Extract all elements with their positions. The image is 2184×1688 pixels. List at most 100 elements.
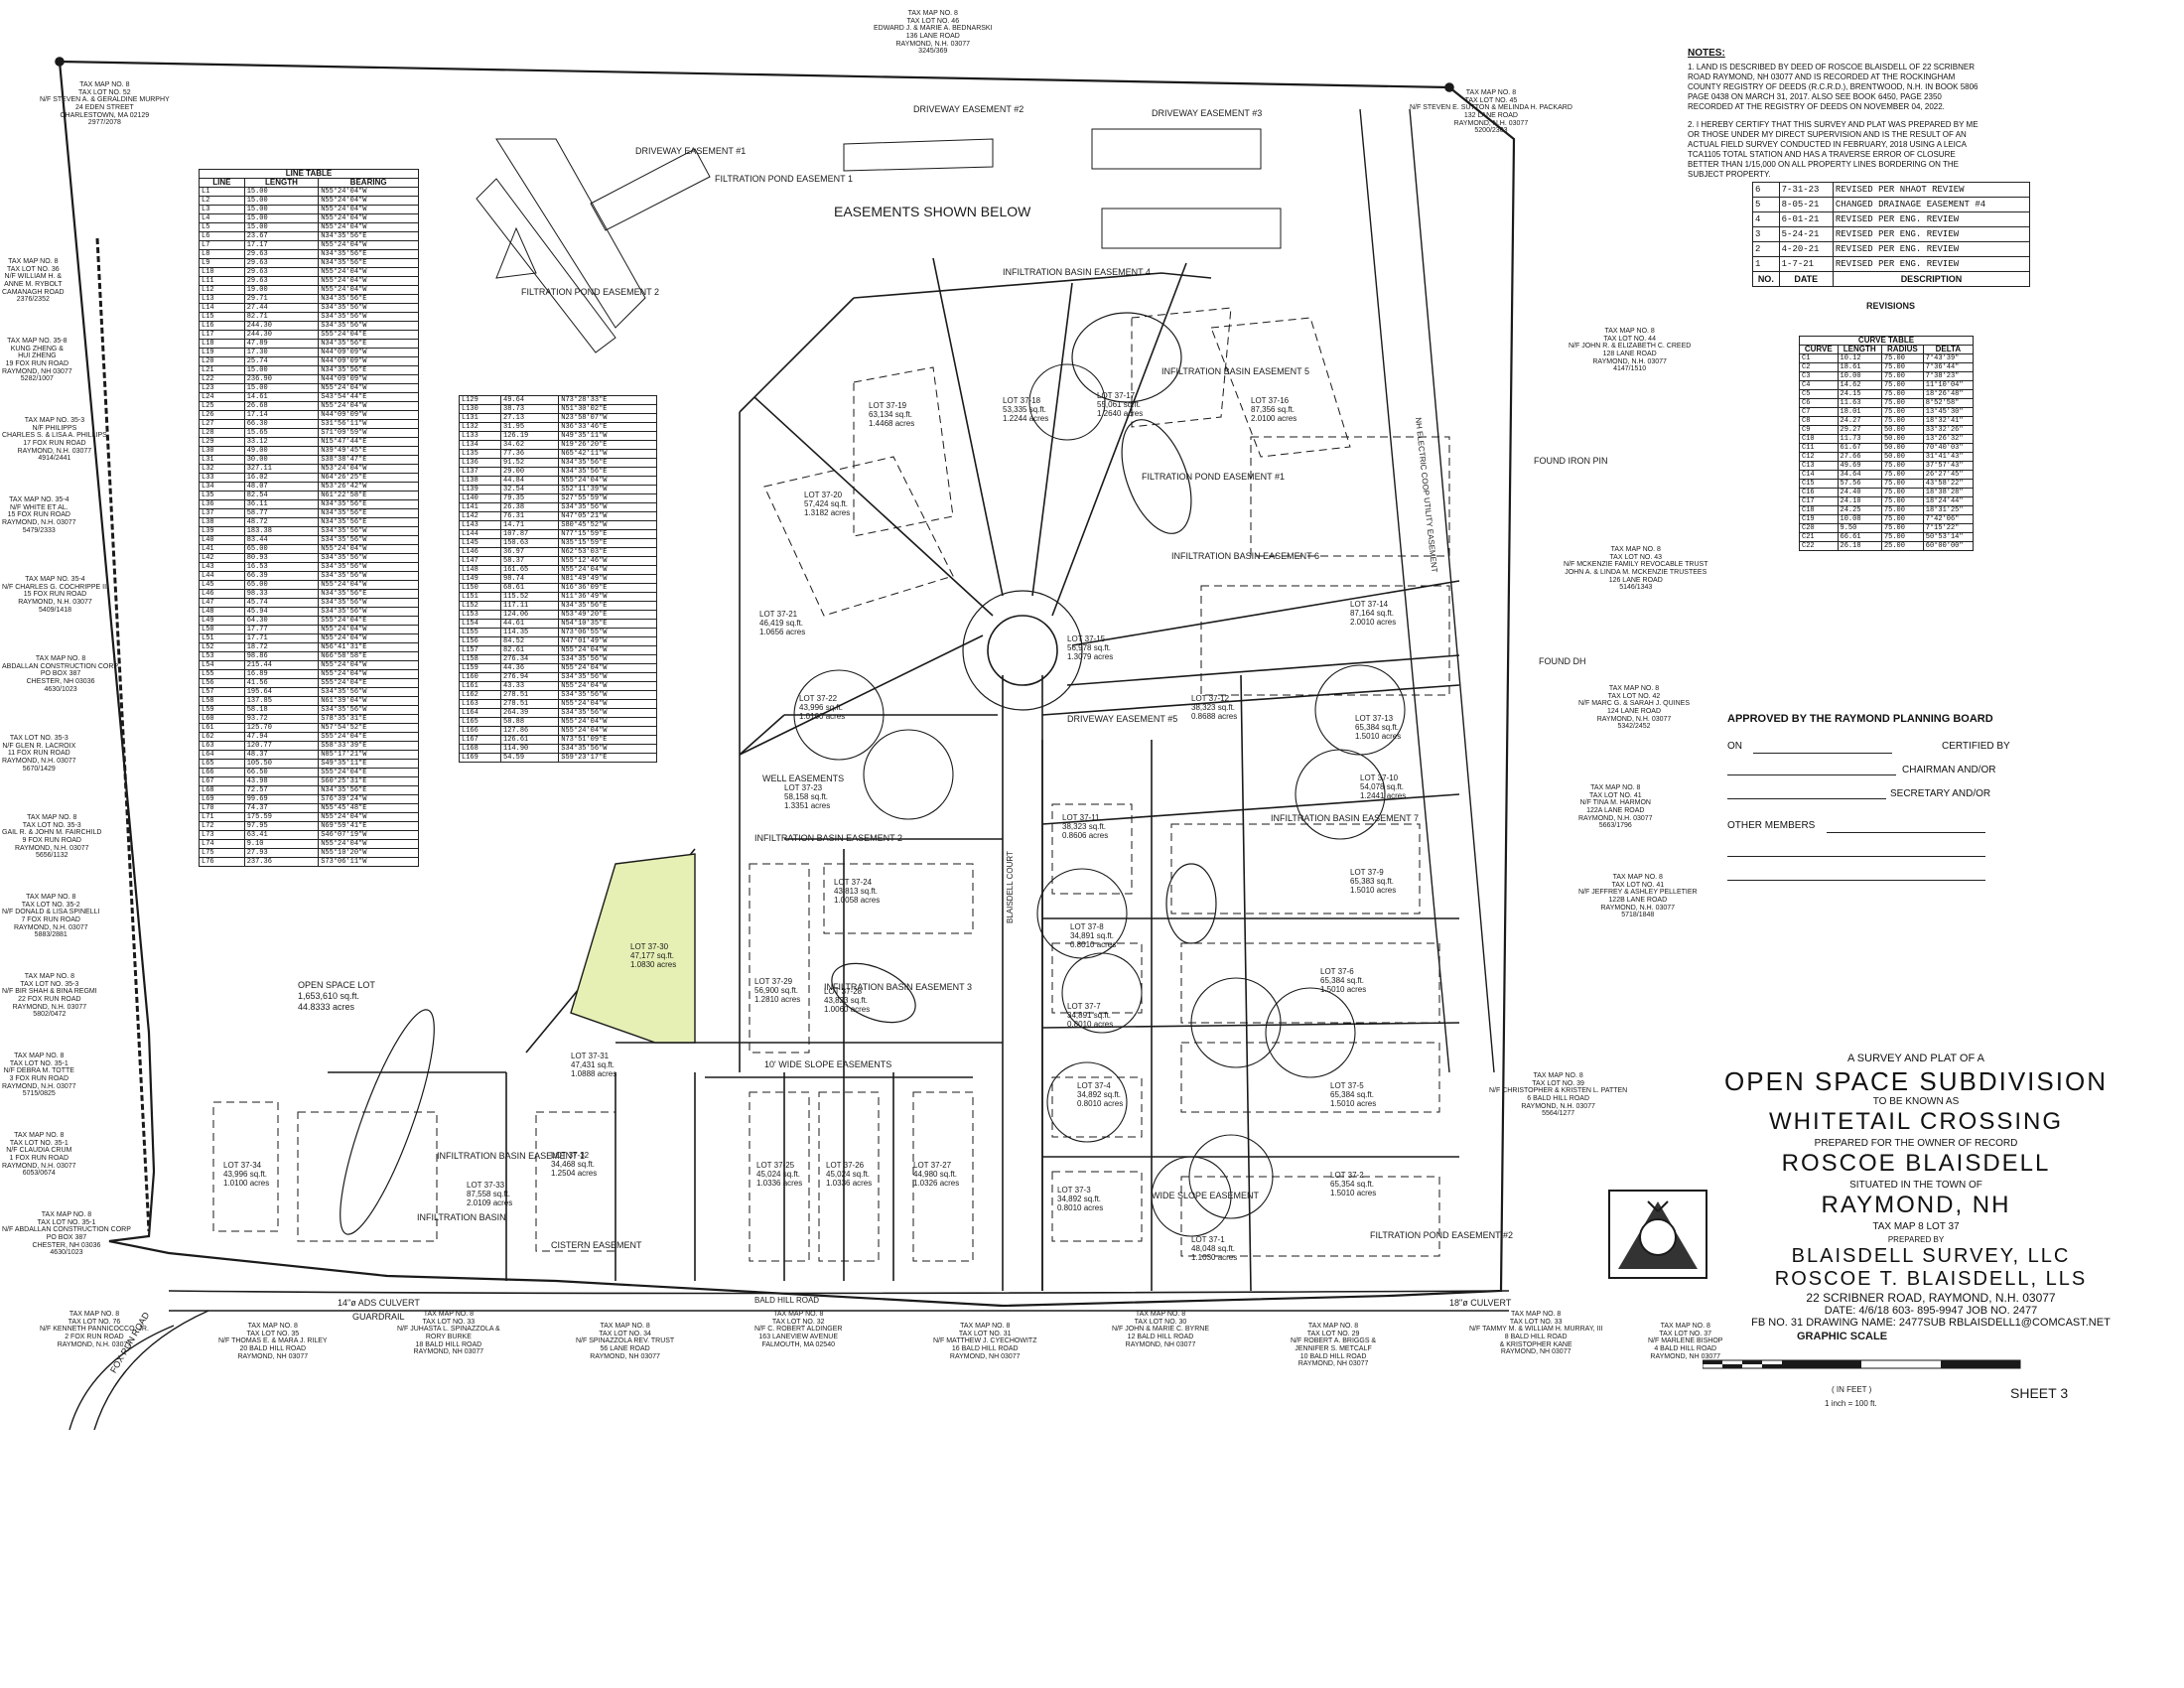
line-cell: 124.06 <box>500 610 560 620</box>
line-cell: 27.44 <box>243 303 320 313</box>
driveway-5-label: DRIVEWAY EASEMENT #5 <box>1067 714 1178 724</box>
line-cell: 29.00 <box>500 467 560 477</box>
revision-no: 5 <box>1752 197 1780 212</box>
line-cell: 54.59 <box>500 753 560 763</box>
line-cell: S55°24'04"E <box>318 330 419 340</box>
abutter-line: RAYMOND, N.H. 03077 <box>1600 904 1676 912</box>
abutter-line: RAYMOND, N.H. 03077 <box>17 447 92 455</box>
abutter-line: RAYMOND, N.H. 03077 <box>14 844 89 852</box>
abutter-line: TAX LOT NO. 44 <box>1603 335 1656 343</box>
abutter-line: N/F WILLIAM H. & <box>4 273 63 281</box>
lot-id: LOT 37-28 <box>824 987 863 996</box>
abutter-line: N/F MCKENZIE FAMILY REVOCABLE TRUST <box>1564 561 1708 569</box>
line-cell: S38°38'47"E <box>318 455 419 465</box>
line-cell: 161.65 <box>500 565 560 575</box>
guardrail-label: GUARDRAIL <box>352 1312 405 1322</box>
line-cell: L25 <box>199 401 245 411</box>
abutter-line: TAX LOT NO. 52 <box>78 88 131 96</box>
line-cell: 244.30 <box>243 321 320 331</box>
lot-acres: 1.2441 acres <box>1360 790 1407 800</box>
line-cell: N55°24'04"W <box>318 213 419 223</box>
abutter-line: PO BOX 387 <box>46 1234 87 1242</box>
curve-cell: C18 <box>1799 505 1839 515</box>
line-cell: N34°35'56"E <box>318 508 419 518</box>
line-cell: S55°24'04"E <box>318 768 419 777</box>
line-cell: L148 <box>458 565 502 575</box>
lot-sqft: 57,424 sq.ft. <box>804 498 849 508</box>
lot-sqft: 44,980 sq.ft. <box>913 1169 958 1179</box>
line-cell: 15.00 <box>243 222 320 232</box>
line-cell: N55°24'04"W <box>318 839 419 849</box>
line-cell: N55°10'20"W <box>318 848 419 858</box>
lot-sqft: 34,892 sq.ft. <box>1057 1194 1102 1203</box>
abutter-line: 15 FOX RUN ROAD <box>7 511 70 519</box>
infil-5-label: INFILTRATION BASIN EASEMENT 5 <box>1161 366 1310 376</box>
line-cell: L129 <box>458 395 502 405</box>
line-cell: L64 <box>199 750 245 760</box>
line-cell: N19°26'20"E <box>558 440 657 450</box>
abutter-line: TAX LOT NO. 35 <box>246 1330 300 1337</box>
lot-acres: 2.0109 acres <box>467 1197 513 1207</box>
line-cell: 183.38 <box>243 526 320 536</box>
revision-head-desc: DESCRIPTION <box>1832 271 2031 287</box>
line-cell: N55°24'04"W <box>318 285 419 295</box>
abutter-line: 15 FOX RUN ROAD <box>23 591 87 599</box>
line-cell: L4 <box>199 213 245 223</box>
line-cell: L24 <box>199 392 245 402</box>
curve-col-header: DELTA <box>1922 345 1975 354</box>
line-cell: N34°35'56"E <box>558 601 657 611</box>
abutter-line: TAX MAP NO. 8 <box>26 894 76 901</box>
line-cell: 76.31 <box>500 511 560 521</box>
lot-acres: 1.5010 acres <box>1320 984 1367 994</box>
line-cell: 32.54 <box>500 485 560 494</box>
graphic-scale-title: GRAPHIC SCALE <box>1797 1331 1888 1342</box>
abutter-line: N/F WHITE ET AL. <box>9 503 68 511</box>
abutter-line: 5409/1418 <box>38 606 72 614</box>
line-cell: N61°39'04"W <box>318 696 419 706</box>
lot-sqft: 47,431 sq.ft. <box>571 1059 615 1069</box>
line-cell: 127.86 <box>500 726 560 736</box>
line-cell: 97.95 <box>243 821 320 831</box>
line-cell: L66 <box>199 768 245 777</box>
line-cell: L22 <box>199 374 245 384</box>
line-cell: L1 <box>199 187 245 197</box>
abutter-line: N/F CHRISTOPHER & KRISTEN L. PATTEN <box>1489 1087 1628 1095</box>
filtration-pond-2-label: FILTRATION POND EASEMENT 2 <box>521 287 660 297</box>
line-cell: L166 <box>458 726 502 736</box>
lot-sqft: 34,468 sq.ft. <box>551 1159 596 1169</box>
abutter-line: TAX LOT NO. 76 <box>68 1318 121 1326</box>
abutter-line: RAYMOND, N.H. 03077 <box>1592 357 1667 365</box>
line-cell: L65 <box>199 759 245 769</box>
curve-cell: 75.00 <box>1880 416 1924 426</box>
line-cell: 19.00 <box>243 285 320 295</box>
line-cell: N85°17'21"W <box>318 750 419 760</box>
lot-id: LOT 37-33 <box>467 1181 505 1190</box>
abutter-line: TAX LOT NO. 45 <box>1464 96 1518 104</box>
line-cell: L31 <box>199 455 245 465</box>
abutter-line: TAX MAP NO. 8 <box>423 1311 475 1318</box>
lot-acres: 0.8010 acres <box>1077 1098 1124 1108</box>
lot-sqft: 63,134 sq.ft. <box>869 409 913 419</box>
lot-id: LOT 37-18 <box>1003 396 1041 405</box>
revision-head-no: NO. <box>1752 271 1780 287</box>
